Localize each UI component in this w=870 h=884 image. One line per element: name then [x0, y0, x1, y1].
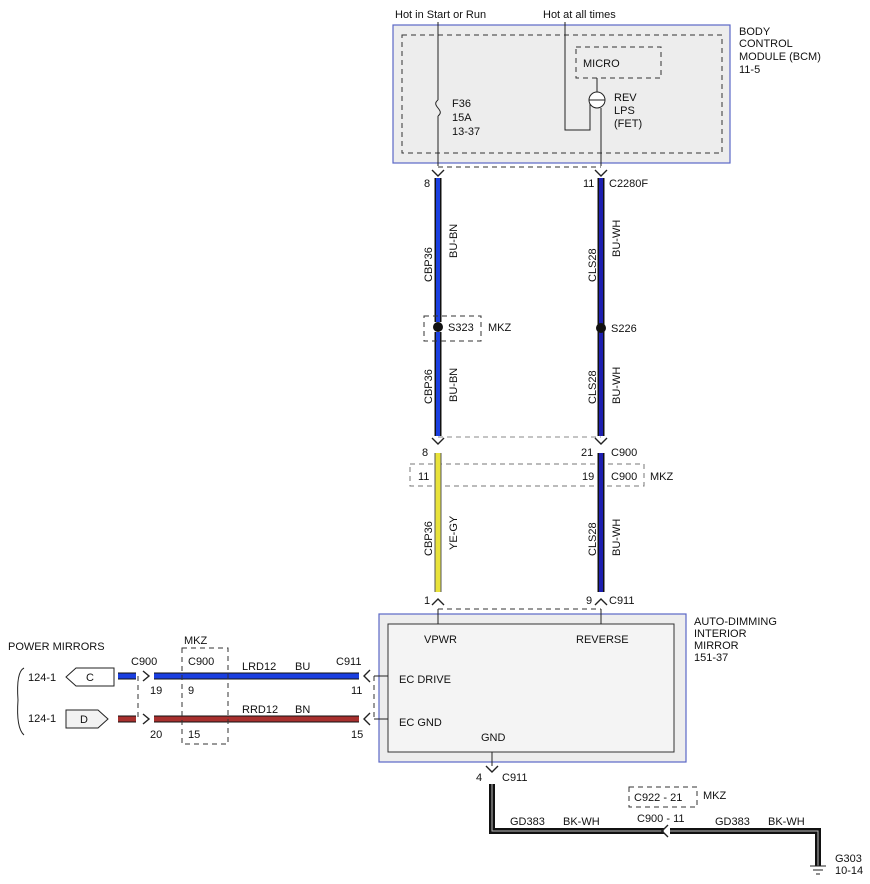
connector-c911-top: C911 — [609, 595, 634, 607]
pin-21-mid: 21 — [581, 447, 593, 459]
connector-c900-2: C900 — [611, 471, 637, 483]
connector-c911-left: C911 — [336, 656, 361, 668]
wire-label-bk-wh-2: BK-WH — [768, 816, 805, 828]
mirror-name-line4: 151-37 — [694, 652, 728, 664]
wire-label-bu-bn-1: BU-BN — [448, 224, 460, 258]
bcm-micro-label: MICRO — [583, 58, 620, 70]
fuse-f36-symbol — [435, 99, 441, 117]
wire-label-bu-bn-2: BU-BN — [448, 368, 460, 402]
wire-label-gd383-2: GD383 — [715, 816, 750, 828]
connector-tag-d: D — [65, 709, 109, 729]
connector-c2280f: C2280F — [609, 178, 648, 190]
wire-label-ye-gy: YE-GY — [448, 515, 460, 550]
fuse-f36: F36 — [452, 98, 471, 110]
connector-c922-21: C922 - 21 — [634, 792, 682, 804]
splice-s323: S323 — [448, 322, 474, 334]
mirror-name-line2: INTERIOR — [694, 628, 747, 640]
wire-label-cls28-3: CLS28 — [587, 522, 599, 556]
wire-label-bu-wh-2: BU-WH — [611, 367, 623, 404]
pin-15-right: 15 — [351, 729, 363, 741]
auto-dimming-mirror: AUTO-DIMMING INTERIOR MIRROR 151-37 VPWR… — [378, 613, 777, 763]
mirror-gnd: GND — [481, 732, 506, 744]
wire-label-cls28-1: CLS28 — [587, 248, 599, 282]
wire-label-bu: BU — [295, 661, 310, 673]
connector-c900-1: C900 — [611, 447, 637, 459]
power-mirrors-title: POWER MIRRORS — [8, 641, 105, 653]
fuse-ref: 13-37 — [452, 126, 480, 138]
wire-label-gd383-1: GD383 — [510, 816, 545, 828]
wire-label-bu-wh-3: BU-WH — [611, 519, 623, 556]
mkz-c922: MKZ — [703, 790, 727, 802]
wire-label-cbp36-1: CBP36 — [423, 247, 435, 282]
splice-s323-dot — [433, 322, 443, 332]
mirror-reverse: REVERSE — [576, 634, 629, 646]
wire-label-bk-wh-1: BK-WH — [563, 816, 600, 828]
connector-c900-mkz: C900 — [188, 656, 214, 668]
connector-c900-left: C900 — [131, 656, 157, 668]
pin-1-bot: 1 — [424, 595, 430, 607]
splice-s226: S226 — [611, 323, 637, 335]
splice-s226-dot — [596, 323, 606, 333]
mkz-left: MKZ — [184, 635, 208, 647]
connector-tag-c: C — [65, 667, 115, 687]
label-hot-all-times: Hot at all times — [543, 9, 616, 21]
pin-20-left: 20 — [150, 729, 162, 741]
fuse-rating: 15A — [452, 112, 472, 124]
pin-8-mid: 8 — [422, 447, 428, 459]
wire-label-cbp36-2: CBP36 — [423, 369, 435, 404]
pin-9-bot: 9 — [586, 595, 592, 607]
wire-label-lrd12: LRD12 — [242, 661, 276, 673]
rev-lps-line2: LPS — [614, 105, 635, 117]
connector-arrow-11-top — [594, 169, 608, 177]
pin-11-right: 11 — [351, 685, 362, 697]
pin-8-top: 8 — [424, 178, 430, 190]
mkz-s323: MKZ — [488, 322, 512, 334]
rev-lps-line3: (FET) — [614, 118, 642, 130]
label-hot-start-run: Hot in Start or Run — [395, 9, 486, 21]
ground-g303: G303 — [835, 853, 862, 865]
ground-ref: 10-14 — [835, 865, 863, 877]
mkz-c900: MKZ — [650, 471, 674, 483]
wire-label-rrd12: RRD12 — [242, 704, 278, 716]
power-mirrors-bracket — [17, 667, 25, 736]
bcm-name-line2: CONTROL — [739, 38, 793, 50]
bcm-name-line4: 11-5 — [739, 64, 760, 76]
ref-124-1-c: 124-1 — [28, 672, 56, 684]
mirror-ec-drive: EC DRIVE — [399, 674, 451, 686]
bcm-module: MICRO BODY CONTROL MODULE (BCM) 11-5 F36… — [392, 24, 821, 164]
pin-9-left: 9 — [188, 685, 194, 697]
connector-c900-11: C900 - 11 — [637, 813, 685, 825]
tag-d-label: D — [80, 714, 88, 726]
connector-c911-gnd: C911 — [502, 772, 527, 784]
ground-g303-icon — [810, 865, 826, 875]
wire-label-bu-wh-1: BU-WH — [611, 220, 623, 257]
wire-label-bn: BN — [295, 704, 310, 716]
rev-lps-line1: REV — [614, 92, 637, 104]
connector-arrow-8-top — [431, 169, 445, 177]
wire-label-cbp36-3: CBP36 — [423, 521, 435, 556]
mirror-name-line1: AUTO-DIMMING — [694, 616, 777, 628]
pin-15-left: 15 — [188, 729, 200, 741]
mirror-ec-gnd: EC GND — [399, 717, 442, 729]
tag-c-label: C — [86, 672, 94, 684]
pin-11-mkz: 11 — [418, 471, 429, 483]
wire-label-cls28-2: CLS28 — [587, 370, 599, 404]
pin-19-mkz: 19 — [582, 471, 594, 483]
bcm-name-line1: BODY — [739, 26, 771, 38]
mirror-vpwr: VPWR — [424, 634, 457, 646]
pin-4-gnd: 4 — [476, 772, 482, 784]
bcm-name-line3: MODULE (BCM) — [739, 51, 821, 63]
mirror-name-line3: MIRROR — [694, 640, 739, 652]
pin-11-top: 11 — [583, 178, 594, 190]
ref-124-1-d: 124-1 — [28, 713, 56, 725]
pin-19-left: 19 — [150, 685, 162, 697]
